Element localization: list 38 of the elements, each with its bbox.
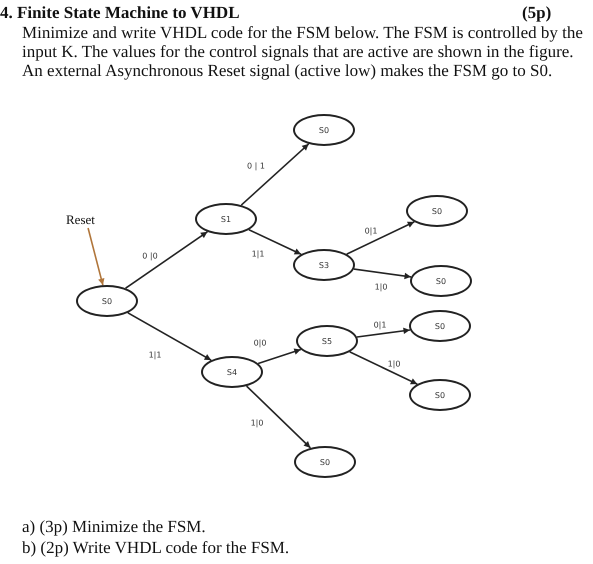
state-ellipse: S0 [409, 310, 471, 342]
edge-label: 1|1 [148, 350, 162, 360]
subquestion-text: b) (2p) Write VHDL code for the FSM. [22, 538, 290, 558]
state-ellipse: S0 [76, 285, 138, 317]
arrow [127, 312, 212, 361]
points-label: (5p) [522, 3, 552, 23]
edge-label: 0 | 1 [246, 162, 266, 170]
state-ellipse: S3 [293, 249, 355, 281]
state-ellipse: S0 [294, 446, 356, 478]
arrow [125, 231, 208, 289]
reset-label: Reset [66, 212, 95, 228]
question-text: Minimize and write VHDL code for the FSM below. The FSM is controlled by the input K. The values for the control signals that are active are shown in the figure. An external Asynchronous Reset signal (active low) makes the FSM go to S0. [22, 23, 584, 80]
edge-label: 0|1 [364, 226, 378, 236]
state-ellipse: S0 [409, 379, 471, 411]
subquestion-text: a) (3p) Minimize the FSM. [22, 517, 206, 537]
edge-label: 1|1 [250, 250, 266, 258]
question-title: 4. Finite State Machine to VHDL [0, 3, 240, 23]
arrow [246, 386, 311, 448]
edge-label: 0 |0 [141, 252, 159, 260]
arrow [346, 221, 415, 255]
state-ellipse: S5 [296, 325, 358, 357]
arrow [87, 228, 104, 286]
edge-label: 1|0 [386, 360, 402, 368]
arrow [258, 348, 302, 364]
edge-label: 1|0 [374, 282, 388, 292]
state-ellipse: S4 [201, 356, 263, 388]
edge-label: 0|1 [372, 320, 388, 330]
state-ellipse: S0 [406, 195, 468, 227]
state-ellipse: S0 [410, 265, 472, 297]
state-ellipse: S0 [293, 114, 355, 146]
arrow [240, 143, 310, 206]
state-ellipse: S1 [195, 203, 257, 235]
arrow [248, 229, 302, 255]
arrow [356, 328, 410, 338]
edge-label: 0|0 [252, 338, 268, 348]
arrow [354, 268, 412, 280]
edge-label: 1|0 [250, 418, 264, 428]
arrow [349, 351, 418, 385]
